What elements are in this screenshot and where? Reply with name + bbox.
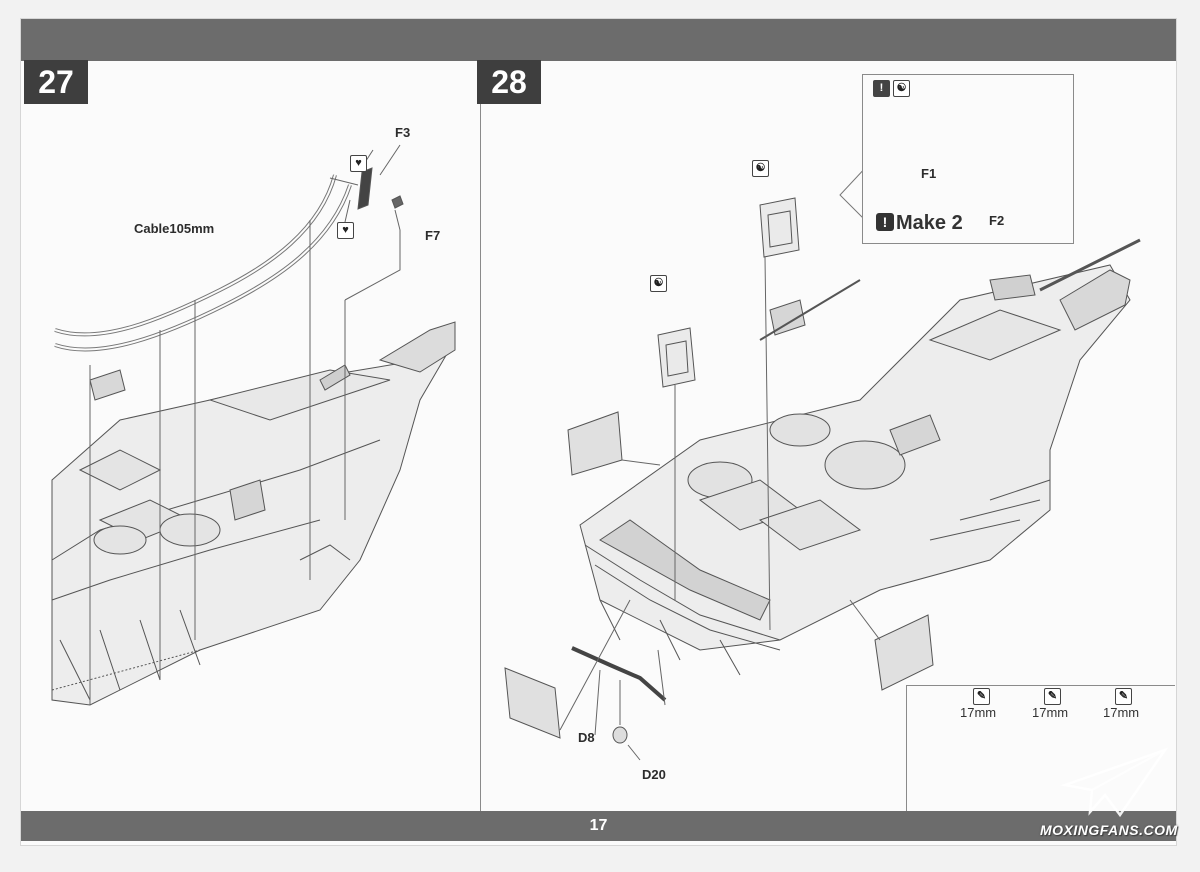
step-28-number: 28 [477, 60, 541, 104]
make-quantity-note: !Make 2 [876, 212, 963, 235]
part-f1-label: F1 [921, 166, 937, 181]
jerrycan-inset-box [862, 74, 1074, 244]
header-bar [21, 19, 1176, 61]
part-d8-label: D8 [578, 730, 595, 745]
measurement-value: 17mm [1101, 705, 1142, 720]
cut-icon: ✎ [1044, 688, 1061, 705]
step-divider [480, 61, 481, 811]
part-d20-label: D20 [642, 767, 666, 782]
attention-icon: ! [873, 80, 890, 97]
cable-label: Cable105mm [134, 221, 215, 236]
cut-template-box [906, 685, 1175, 811]
part-f7-label: F7 [425, 228, 441, 243]
step-27-number: 27 [24, 60, 88, 104]
make-quantity-text: Make 2 [896, 212, 963, 234]
symmetry-icon: ☯ [650, 275, 667, 292]
step27-hull-drawing [51, 144, 456, 706]
measurement-value: 17mm [958, 705, 999, 720]
glue-icon: ♥ [337, 222, 354, 239]
attention-icon: ! [876, 213, 894, 231]
cut-icon: ✎ [1115, 688, 1132, 705]
part-f2-label: F2 [989, 213, 1005, 228]
part-f3-label: F3 [395, 125, 411, 140]
watermark-text: MOXINGFANS.COM [1040, 822, 1178, 838]
footer-bar: 17 [21, 811, 1176, 841]
glue-icon: ♥ [350, 155, 367, 172]
symmetry-icon: ☯ [752, 160, 769, 177]
measurement-value: 17mm [1030, 705, 1071, 720]
step28-hull-drawing [504, 197, 1141, 761]
symmetry-icon: ☯ [893, 80, 910, 97]
cut-icon: ✎ [973, 688, 990, 705]
page-number: 17 [589, 817, 608, 834]
